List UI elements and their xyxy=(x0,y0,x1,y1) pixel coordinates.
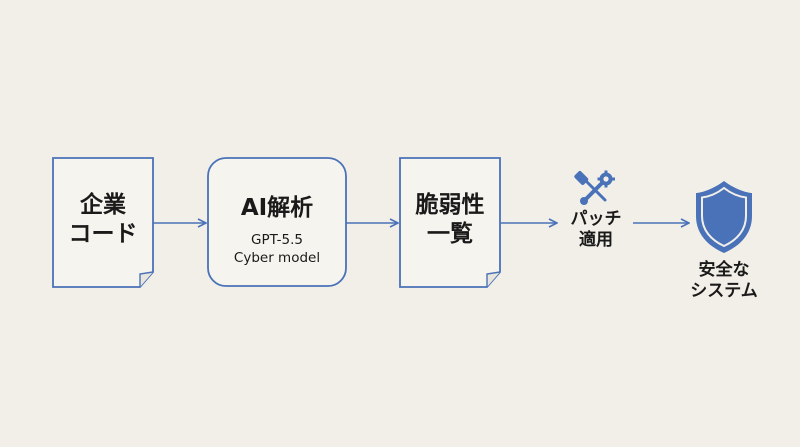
vulnerability-list-label-line1: 脆弱性 xyxy=(415,192,485,218)
patch-label-line1: パッチ xyxy=(570,209,622,229)
ai-model-line1: GPT-5.5 xyxy=(251,232,303,248)
vulnerability-list-document xyxy=(399,157,501,288)
wrench-screwdriver-icon xyxy=(574,170,615,205)
secure-system-label-line2: システム xyxy=(690,281,758,302)
source-code-label-line1: 企業 xyxy=(80,192,126,218)
ai-analysis-box xyxy=(207,157,347,287)
patch-label-line2: 適用 xyxy=(579,230,613,251)
secure-system-label: 安全な システム xyxy=(674,260,774,303)
ai-model-line2: Cyber model xyxy=(233,249,321,266)
patch-label: パッチ 適用 xyxy=(556,209,636,252)
source-code-document xyxy=(52,157,154,288)
source-code-label: 企業 コード xyxy=(53,191,153,249)
ai-analysis-title: AI解析 xyxy=(240,195,314,221)
secure-system-label-line1: 安全な xyxy=(698,260,750,280)
source-code-label-line2: コード xyxy=(68,220,138,247)
vulnerability-list-label: 脆弱性 一覧 xyxy=(400,191,500,249)
shield-icon xyxy=(696,181,752,253)
vulnerability-list-label-line2: 一覧 xyxy=(427,220,473,247)
ai-analysis-model: GPT-5.5 Cyber model xyxy=(208,232,346,267)
